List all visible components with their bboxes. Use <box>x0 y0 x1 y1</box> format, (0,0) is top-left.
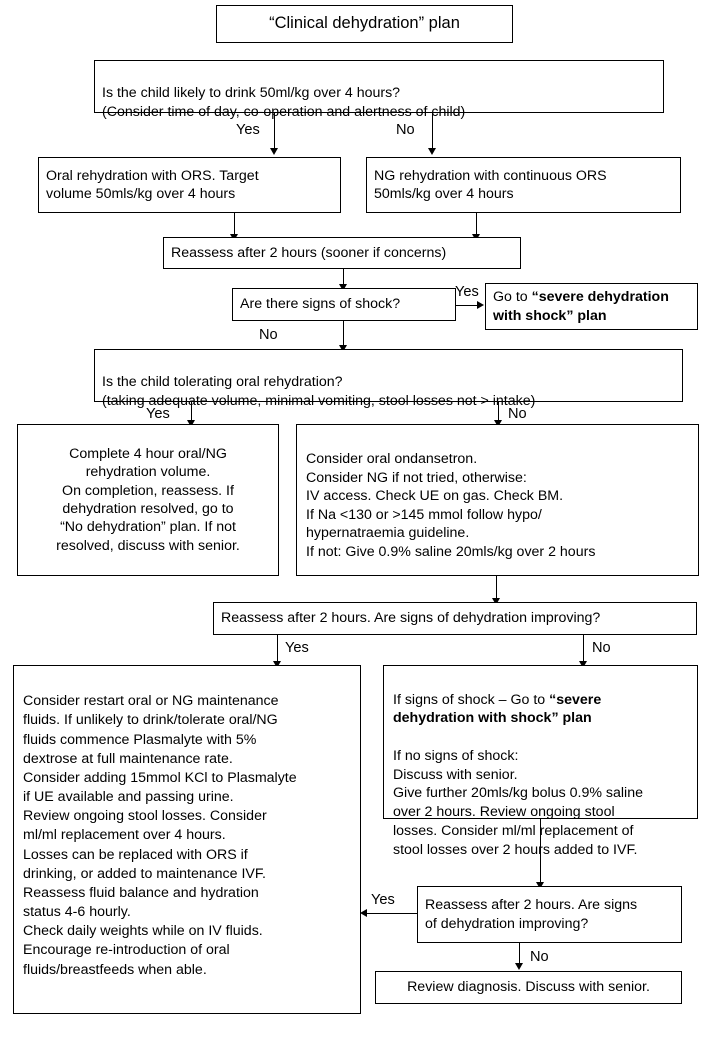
node-question-signs-of-shock: Are there signs of shock? <box>232 288 456 321</box>
edge-improving1-no-line <box>583 635 584 663</box>
edge-label-shock-no: No <box>259 327 278 343</box>
edge-label-shock-yes: Yes <box>455 284 479 300</box>
edge-improving1-no-arrow <box>579 661 587 668</box>
node-text: Complete 4 hour oral/NG rehydration volu… <box>56 445 240 554</box>
goto-bold: “severe dehydration with shock” plan <box>493 289 669 324</box>
edge-ng-to-reassess-line <box>476 213 477 236</box>
node-text: Consider restart oral or NG maintenance … <box>23 693 297 978</box>
edge-label-improving2-yes: Yes <box>371 892 395 908</box>
node-text: Reassess after 2 hours. Are signs of deh… <box>221 610 601 627</box>
node-text: Review diagnosis. Discuss with senior. <box>407 979 650 996</box>
title-text: “Clinical dehydration” plan <box>269 14 460 33</box>
node-goto-severe-dehydration-shock: Go to “severe dehydration with shock” pl… <box>485 283 698 330</box>
edge-tolerating-yes-arrow <box>187 420 195 427</box>
edge-shock-yes-arrow <box>477 301 484 309</box>
node-shock-branch-instructions: If signs of shock – Go to “severe dehydr… <box>383 665 698 858</box>
edge-tolerating-no-arrow <box>494 420 502 427</box>
edge-reassess-to-shock-line <box>343 269 344 286</box>
edge-drink-yes-line <box>274 113 275 149</box>
edge-tolerating-yes-line <box>191 402 192 422</box>
edge-ondansetron-to-reassess-arrow <box>492 598 500 605</box>
edge-oral-to-reassess-line <box>234 213 235 236</box>
edge-drink-no-line <box>432 113 433 149</box>
edge-label-improving1-yes: Yes <box>285 640 309 656</box>
node-text: Consider oral ondansetron. Consider NG i… <box>306 451 596 560</box>
edge-shock-no-arrow <box>339 345 347 352</box>
edge-improving1-yes-arrow <box>273 661 281 668</box>
edge-shock-yes-line <box>456 305 478 306</box>
node-text: Reassess after 2 hours. Are signs of deh… <box>425 897 638 932</box>
node-review-diagnosis: Review diagnosis. Discuss with senior. <box>375 971 682 1004</box>
node-ng-rehydration: NG rehydration with continuous ORS 50mls… <box>366 157 681 213</box>
edge-shockbranch-to-reassess2-line <box>540 819 541 884</box>
shock-branch-rest: If no signs of shock: Discuss with senio… <box>393 747 643 858</box>
edge-label-drink-yes: Yes <box>236 122 260 138</box>
edge-label-tolerating-yes: Yes <box>146 406 170 422</box>
node-text: Go to “severe dehydration with shock” pl… <box>493 288 690 325</box>
node-reassess-2-hours: Reassess after 2 hours (sooner if concer… <box>163 237 521 269</box>
node-oral-rehydration: Oral rehydration with ORS. Target volume… <box>38 157 341 213</box>
edge-improving2-no-line <box>519 943 520 965</box>
edge-improving1-yes-line <box>277 635 278 663</box>
edge-tolerating-no-line <box>498 402 499 422</box>
node-text: Are there signs of shock? <box>240 296 401 313</box>
edge-label-improving1-no: No <box>592 640 611 656</box>
edge-improving2-yes-line <box>364 913 418 914</box>
edge-improving2-no-arrow <box>515 963 523 970</box>
edge-label-drink-no: No <box>396 122 415 138</box>
node-consider-ondansetron: Consider oral ondansetron. Consider NG i… <box>296 424 699 576</box>
edge-improving2-yes-arrow <box>360 909 367 917</box>
node-text: NG rehydration with continuous ORS 50mls… <box>374 167 607 202</box>
edge-drink-no-arrow <box>428 148 436 155</box>
node-text: Is the child tolerating oral rehydration… <box>102 374 536 409</box>
edge-reassess-to-shock-arrow <box>339 284 347 291</box>
node-complete-4-hour-rehydration: Complete 4 hour oral/NG rehydration volu… <box>17 424 279 576</box>
shock-branch-line1: If signs of shock – Go to <box>393 691 550 708</box>
edge-shock-no-line <box>343 321 344 347</box>
node-reassess-improving-1: Reassess after 2 hours. Are signs of deh… <box>213 602 697 635</box>
edge-label-tolerating-no: No <box>508 406 527 422</box>
node-text: Oral rehydration with ORS. Target volume… <box>46 167 259 202</box>
node-question-tolerating-oral: Is the child tolerating oral rehydration… <box>94 349 683 409</box>
edge-drink-yes-arrow <box>270 148 278 155</box>
goto-prefix: Go to <box>493 289 532 306</box>
edge-label-improving2-no: No <box>530 949 549 965</box>
node-text: Is the child likely to drink 50ml/kg ove… <box>102 85 466 120</box>
edge-ondansetron-to-reassess-line <box>496 576 497 600</box>
title-box: “Clinical dehydration” plan <box>216 5 513 43</box>
node-question-likely-to-drink: Is the child likely to drink 50ml/kg ove… <box>94 60 664 120</box>
edge-shockbranch-to-reassess2-arrow <box>536 882 544 889</box>
node-maintenance-plan: Consider restart oral or NG maintenance … <box>13 665 361 1014</box>
node-reassess-improving-2: Reassess after 2 hours. Are signs of deh… <box>417 886 682 943</box>
shock-branch-bold: “severe dehydration with shock” plan <box>393 691 602 727</box>
node-text: Reassess after 2 hours (sooner if concer… <box>171 244 447 261</box>
